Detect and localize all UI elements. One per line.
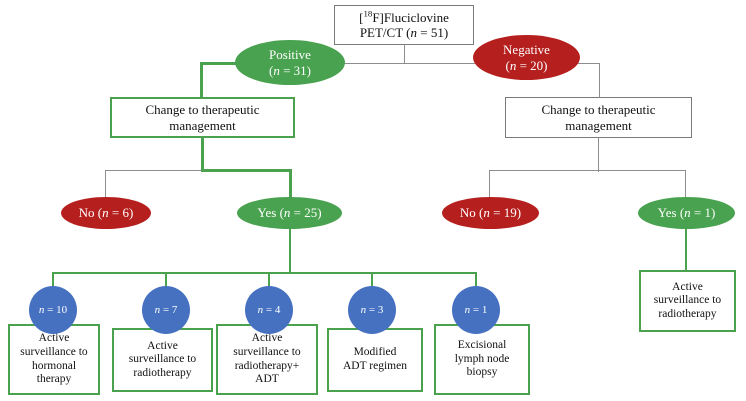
connector-positive-down — [200, 62, 203, 98]
connector-left-mgmt-down — [201, 137, 204, 172]
connector-right-mgmt-down — [598, 137, 600, 172]
connector-left-split-bar-gray — [105, 170, 204, 172]
connector-yes25-down — [289, 169, 292, 202]
node-management-change-positive: Change to therapeutic management — [110, 97, 295, 138]
connector-drop-2 — [165, 272, 168, 286]
connector-drop-3 — [268, 272, 271, 286]
node-scan-positive: Positive (n = 31) — [235, 40, 345, 85]
node-count-circle-2: n = 7 — [142, 286, 190, 334]
connector-negative-down — [599, 63, 601, 98]
node-count-circle-4: n = 3 — [348, 286, 396, 334]
node-decision-no-6: No (n = 6) — [61, 197, 151, 229]
node-outcome-3: Active surveillance to radiotherapy+ ADT — [216, 324, 318, 395]
node-count-circle-3: n = 4 — [245, 286, 293, 334]
connector-yes1-down — [685, 170, 687, 202]
connector-yes1-to-box — [685, 228, 688, 270]
node-decision-no-19: No (n = 19) — [442, 197, 539, 229]
node-outcome-2: Active surveillance to radiotherapy — [112, 328, 213, 392]
connector-drop-5 — [475, 272, 478, 286]
connector-right-split-bar — [489, 170, 686, 172]
node-root-pet-ct: [18F]Fluciclovine PET/CT (n = 51) — [334, 5, 474, 45]
connector-root-split-bar — [290, 63, 518, 65]
node-management-change-negative: Change to therapeutic management — [505, 97, 692, 138]
connector-no19-down — [489, 170, 491, 202]
node-count-circle-1: n = 10 — [29, 286, 77, 334]
node-outcome-negative-branch: Active surveillance to radiotherapy — [639, 270, 736, 332]
node-count-circle-5: n = 1 — [452, 286, 500, 334]
connector-yes25-to-bar — [289, 228, 292, 273]
node-scan-negative: Negative (n = 20) — [473, 35, 580, 80]
connector-root-down — [404, 44, 406, 64]
node-decision-yes-1: Yes (n = 1) — [638, 197, 735, 229]
connector-drop-4 — [371, 272, 374, 286]
connector-distribution-bar — [52, 272, 477, 275]
connector-drop-1 — [52, 272, 55, 286]
node-outcome-4: Modified ADT regimen — [327, 328, 423, 392]
connector-left-split-bar-green — [201, 169, 292, 172]
node-decision-yes-25: Yes (n = 25) — [237, 197, 342, 229]
node-outcome-1: Active surveillance to hormonal therapy — [8, 324, 100, 395]
node-outcome-5: Excisional lymph node biopsy — [434, 324, 530, 395]
connector-no6-down — [105, 170, 107, 202]
